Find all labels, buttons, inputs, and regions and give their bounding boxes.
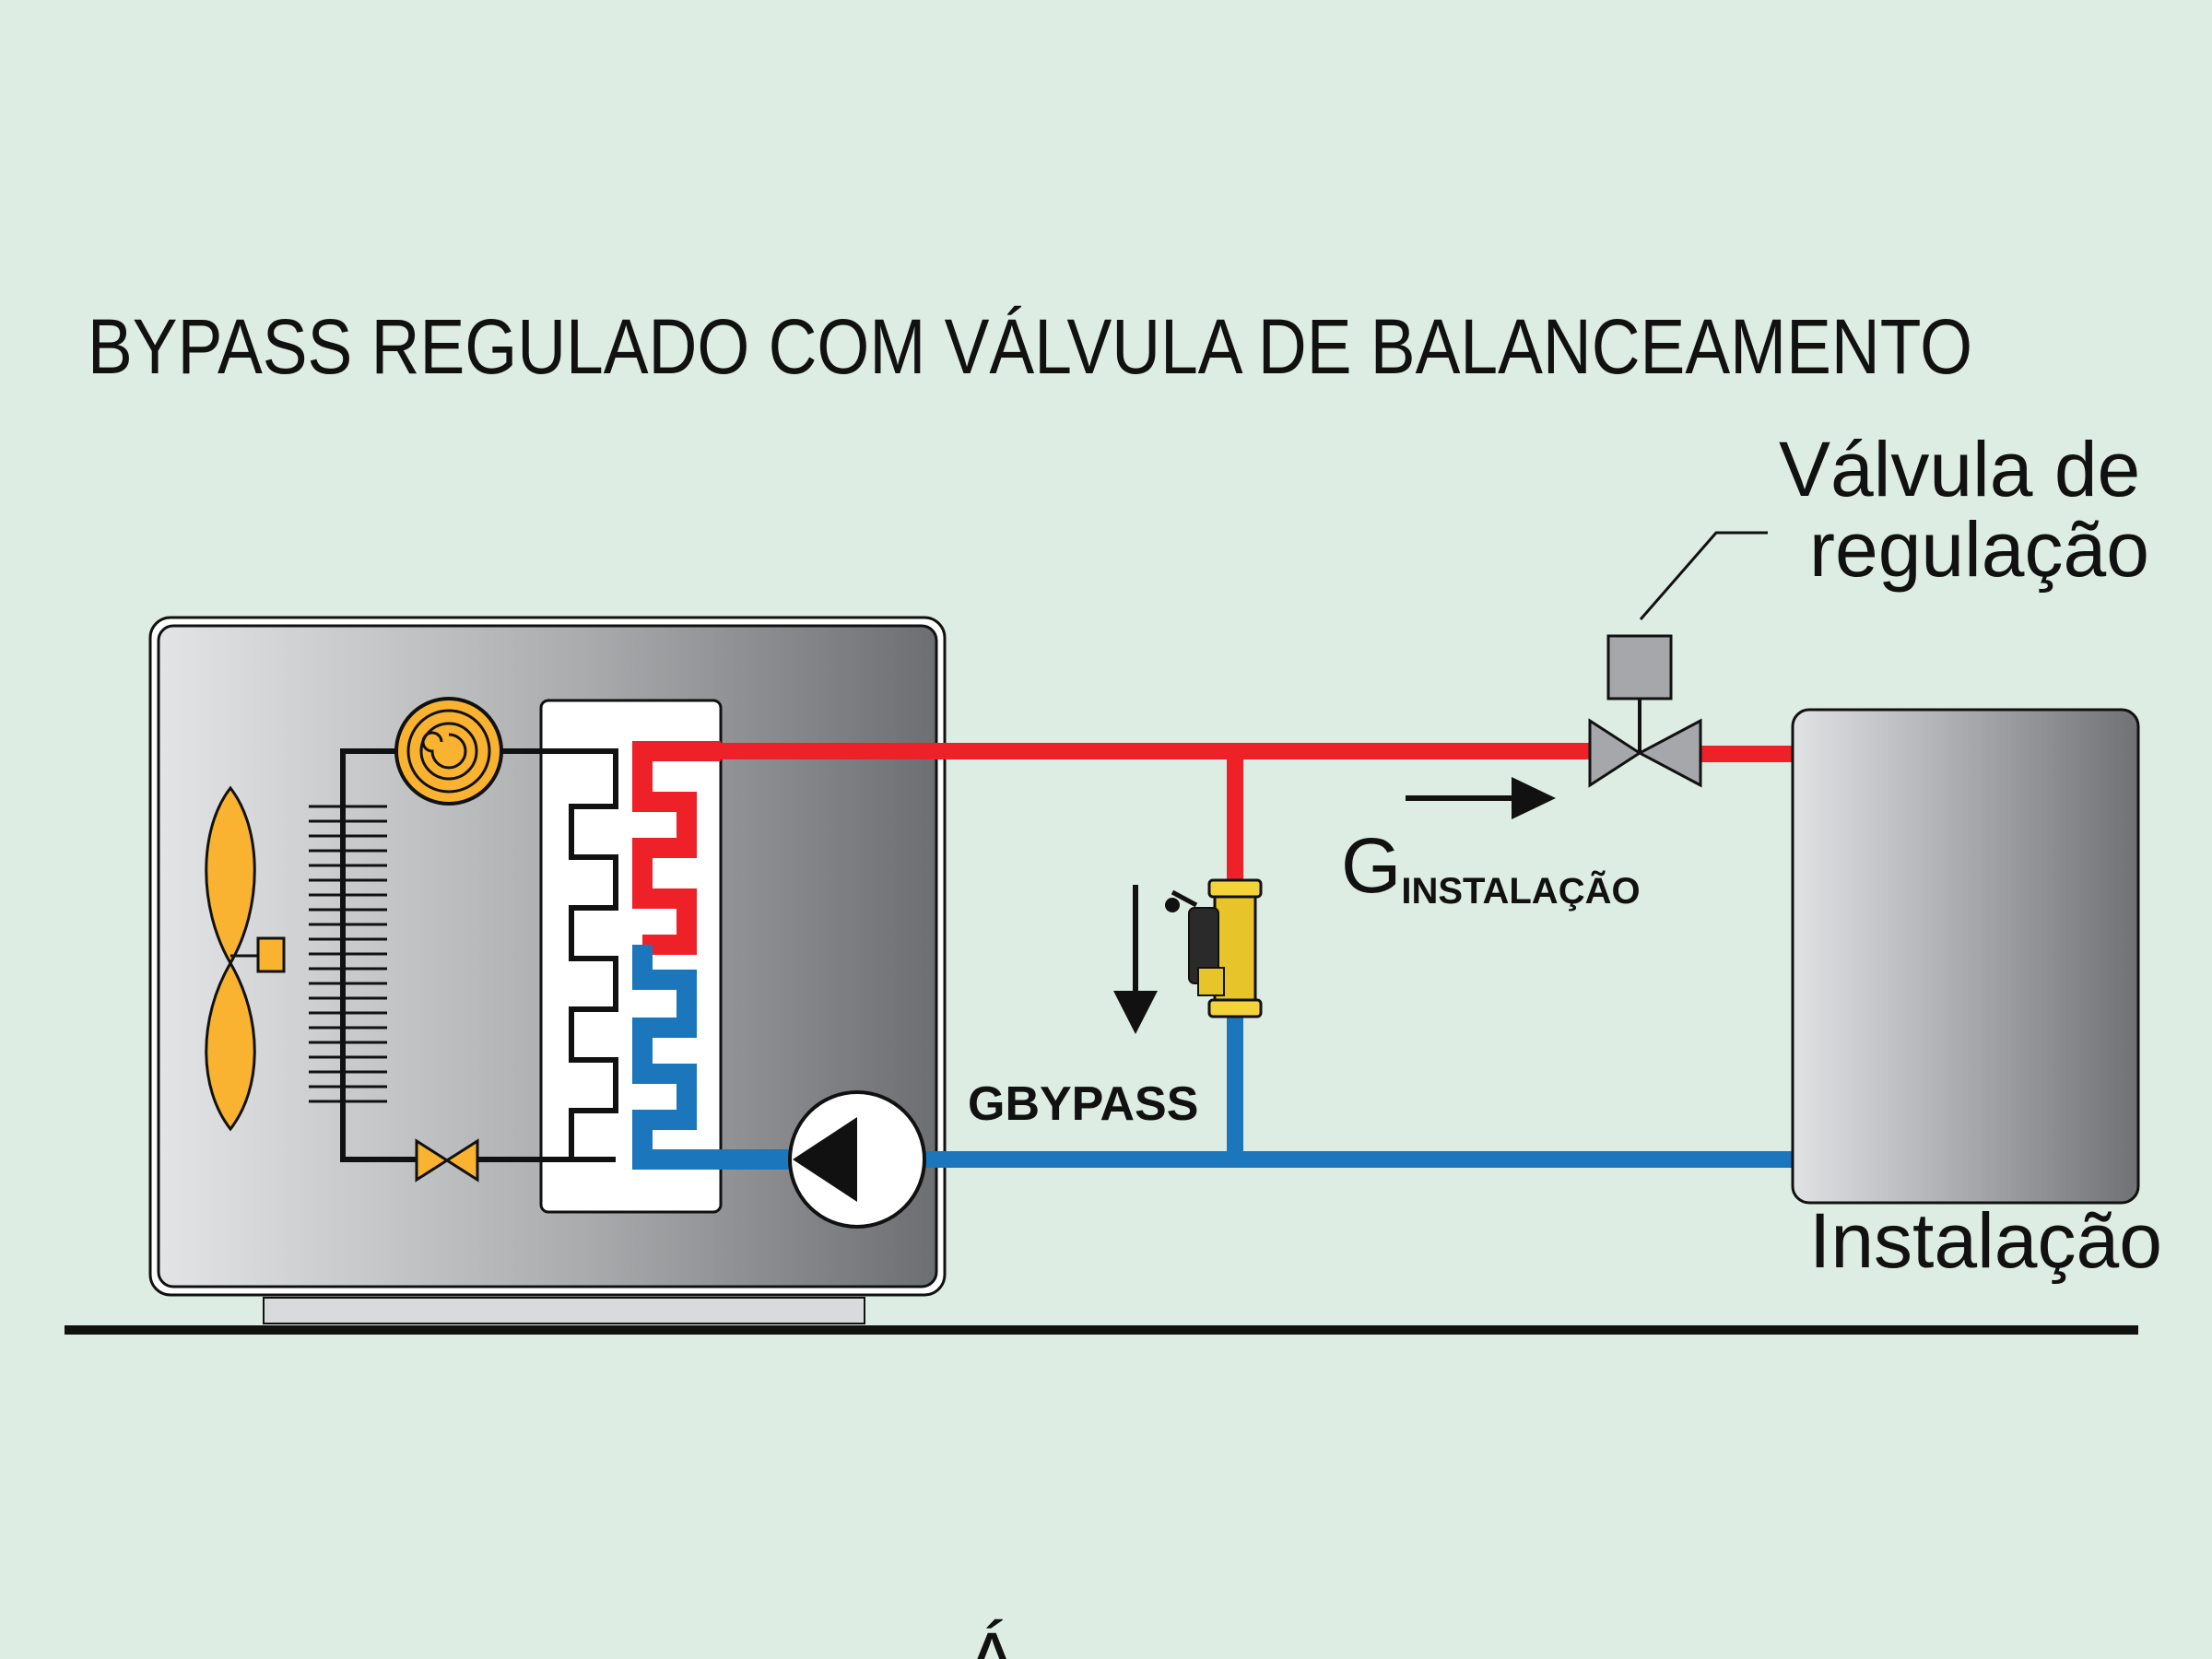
installation-label: Instalação (1809, 1197, 2162, 1284)
flow-bypass-label: GBYPASS (968, 1077, 1198, 1131)
flow-installation-label: GINSTALAÇÃO (1341, 822, 1641, 912)
diagram-title: BYPASS REGULADO COM VÁLVULA DE BALANCEAM… (88, 303, 1972, 390)
refrigerant-circuit (340, 748, 541, 1162)
regulation-valve-label-line2: regulação (1809, 506, 2149, 593)
arrow-down-icon (1113, 885, 1158, 1034)
heat-exchanger (539, 699, 790, 1214)
balancing-valve-icon (1165, 878, 1263, 1018)
bottom-partial-text: Á (966, 1617, 1018, 1659)
compressor-icon (394, 697, 503, 806)
arrow-right-icon (1406, 777, 1556, 819)
installation-tank (1791, 708, 2140, 1205)
ground-line (65, 1325, 2138, 1335)
regulation-valve-label-line1: Válvula de (1779, 426, 2140, 512)
unit-base (263, 1297, 865, 1324)
coil-fins (309, 805, 387, 1103)
fan-icon (205, 785, 286, 1132)
three-way-valve-icon (1588, 634, 1702, 788)
hot-supply-pipe (721, 743, 1793, 883)
expansion-valve-icon (415, 1138, 479, 1182)
pump-icon (788, 1090, 926, 1229)
valve-callout-line (1639, 531, 1768, 620)
flow-installation-subscript: INSTALAÇÃO (1401, 869, 1640, 912)
cold-return-pipe (924, 1014, 1793, 1168)
flow-installation-letter: G (1341, 822, 1401, 909)
